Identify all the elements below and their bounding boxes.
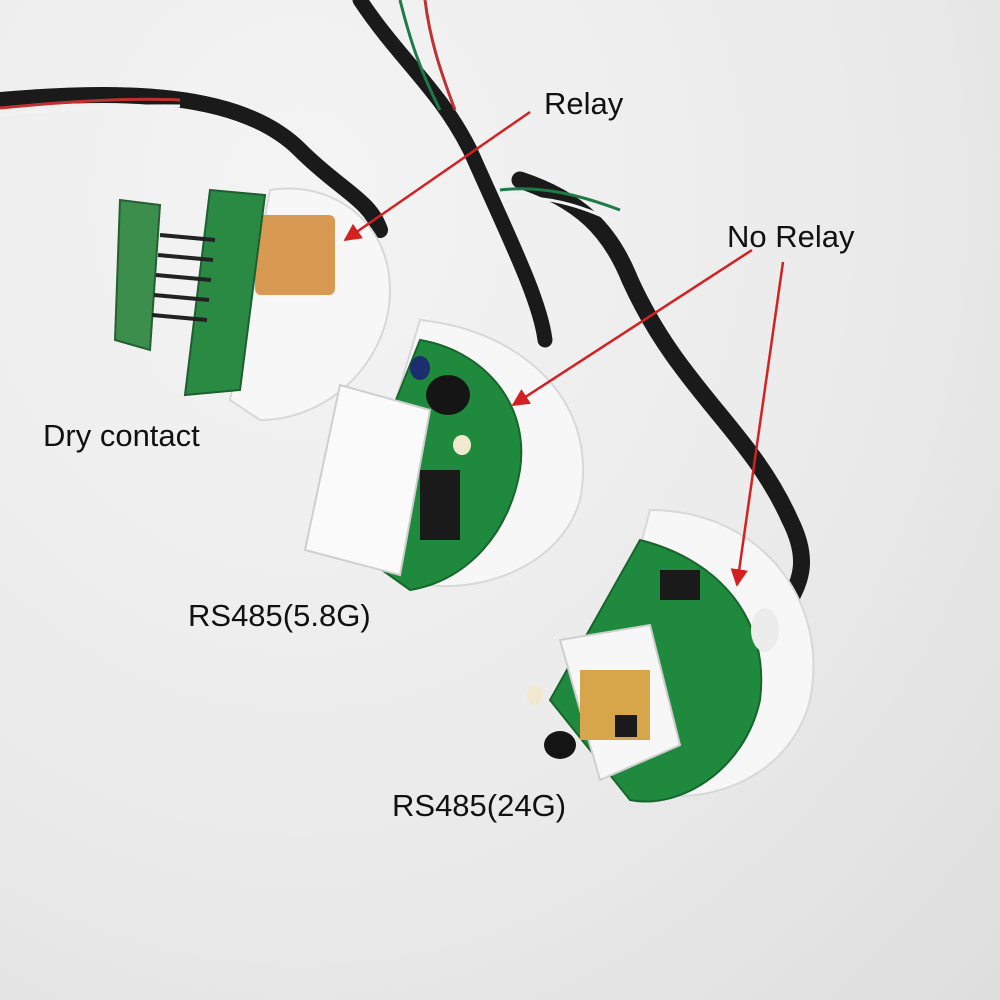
annotation-arrows	[343, 110, 785, 587]
dry-contact-label: Dry contact	[43, 418, 200, 453]
cables	[0, 0, 811, 609]
rs485-58g-module	[303, 318, 585, 592]
rs485-24g-module	[527, 508, 815, 803]
dry-contact-module	[113, 187, 392, 422]
relay-label: Relay	[544, 86, 624, 121]
no-relay-arrow-right	[730, 261, 785, 587]
rs485-24g-label: RS485(24G)	[392, 788, 567, 823]
relay-component	[255, 215, 335, 295]
no-relay-arrow-left	[511, 248, 753, 407]
no-relay-label: No Relay	[727, 219, 855, 254]
rs485-58g-label: RS485(5.8G)	[188, 598, 371, 633]
relay-arrow	[343, 110, 531, 242]
